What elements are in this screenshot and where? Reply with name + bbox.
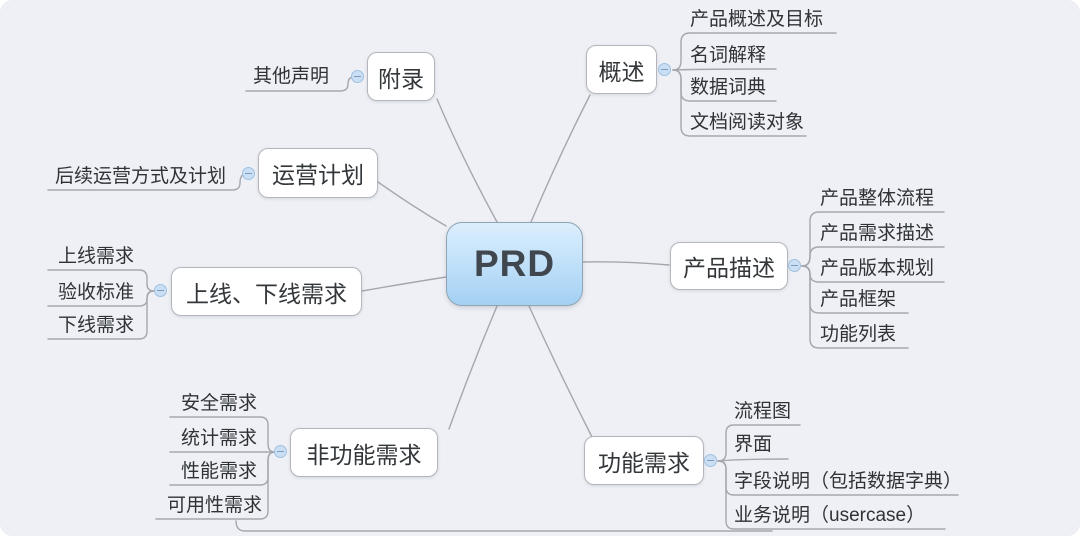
minus-icon	[277, 450, 284, 453]
root-label: PRD	[473, 243, 556, 284]
child-node[interactable]: 其他声明	[253, 66, 330, 87]
branch-node-nonfunctional[interactable]: 非功能需求	[290, 428, 438, 477]
child-node[interactable]: 性能需求	[181, 461, 258, 482]
minus-icon	[661, 68, 668, 71]
child-node[interactable]: 产品需求描述	[820, 223, 935, 244]
child-connector	[672, 68, 777, 71]
child-node[interactable]: 产品框架	[820, 289, 897, 310]
branch-label: 附录	[378, 65, 424, 92]
child-connector	[717, 458, 789, 462]
minus-icon	[354, 75, 361, 78]
child-connector-cropped	[235, 520, 773, 532]
child-node[interactable]: 文档阅读对象	[690, 112, 805, 133]
collapse-toggle-functional[interactable]	[704, 454, 717, 467]
branch-node-operations[interactable]: 运营计划	[258, 148, 378, 198]
branch-label: 功能需求	[598, 449, 690, 476]
child-node[interactable]: 名词解释	[690, 45, 767, 66]
child-node[interactable]: 验收标准	[58, 282, 135, 303]
child-node[interactable]: 安全需求	[181, 393, 258, 414]
branch-label: 非功能需求	[306, 441, 422, 468]
branch-line-functional	[528, 305, 593, 438]
branch-label: 产品描述	[683, 255, 775, 281]
child-node[interactable]: 可用性需求	[167, 495, 263, 516]
branch-node-appendix[interactable]: 附录	[367, 52, 435, 101]
collapse-toggle-overview[interactable]	[658, 63, 671, 76]
branch-label: 概述	[598, 58, 645, 85]
branch-label: 运营计划	[272, 162, 364, 188]
branch-node-launch[interactable]: 上线、下线需求	[171, 267, 362, 316]
child-node[interactable]: 字段说明（包括数据字典）	[734, 471, 963, 492]
child-node[interactable]: 数据词典	[690, 77, 767, 98]
child-node[interactable]: 后续运营方式及计划	[55, 166, 227, 187]
branch-line-appendix	[436, 98, 498, 223]
branch-label: 上线、下线需求	[186, 280, 347, 307]
branch-line-nonfunctional	[448, 305, 498, 430]
branch-line-launch	[361, 276, 447, 292]
minus-icon	[707, 459, 714, 462]
branch-line-product-desc	[582, 261, 670, 266]
child-node[interactable]: 上线需求	[58, 246, 135, 267]
branch-node-functional[interactable]: 功能需求	[584, 436, 704, 485]
child-node[interactable]: 界面	[734, 434, 773, 455]
collapse-toggle-appendix[interactable]	[351, 70, 364, 83]
branch-node-overview[interactable]: 概述	[586, 45, 657, 94]
child-node[interactable]: 功能列表	[820, 324, 897, 345]
branch-line-operations	[377, 181, 447, 227]
child-node[interactable]: 下线需求	[58, 315, 135, 336]
child-node[interactable]: 统计需求	[181, 428, 258, 449]
child-node[interactable]: 业务说明（usercase）	[734, 505, 926, 526]
child-node[interactable]: 产品版本规划	[820, 258, 935, 279]
child-node[interactable]: 产品概述及目标	[690, 9, 824, 30]
minus-icon	[245, 172, 252, 175]
branch-line-overview	[530, 94, 591, 223]
branch-node-product-desc[interactable]: 产品描述	[670, 242, 788, 290]
child-node[interactable]: 流程图	[734, 401, 792, 422]
collapse-toggle-operations[interactable]	[242, 167, 255, 180]
collapse-toggle-product-desc[interactable]	[788, 259, 801, 272]
minus-icon	[791, 264, 798, 267]
root-node-prd[interactable]: PRD	[446, 222, 583, 306]
collapse-toggle-nonfunctional[interactable]	[274, 445, 287, 458]
minus-icon	[157, 289, 164, 292]
child-node[interactable]: 产品整体流程	[820, 188, 935, 209]
collapse-toggle-launch[interactable]	[154, 284, 167, 297]
